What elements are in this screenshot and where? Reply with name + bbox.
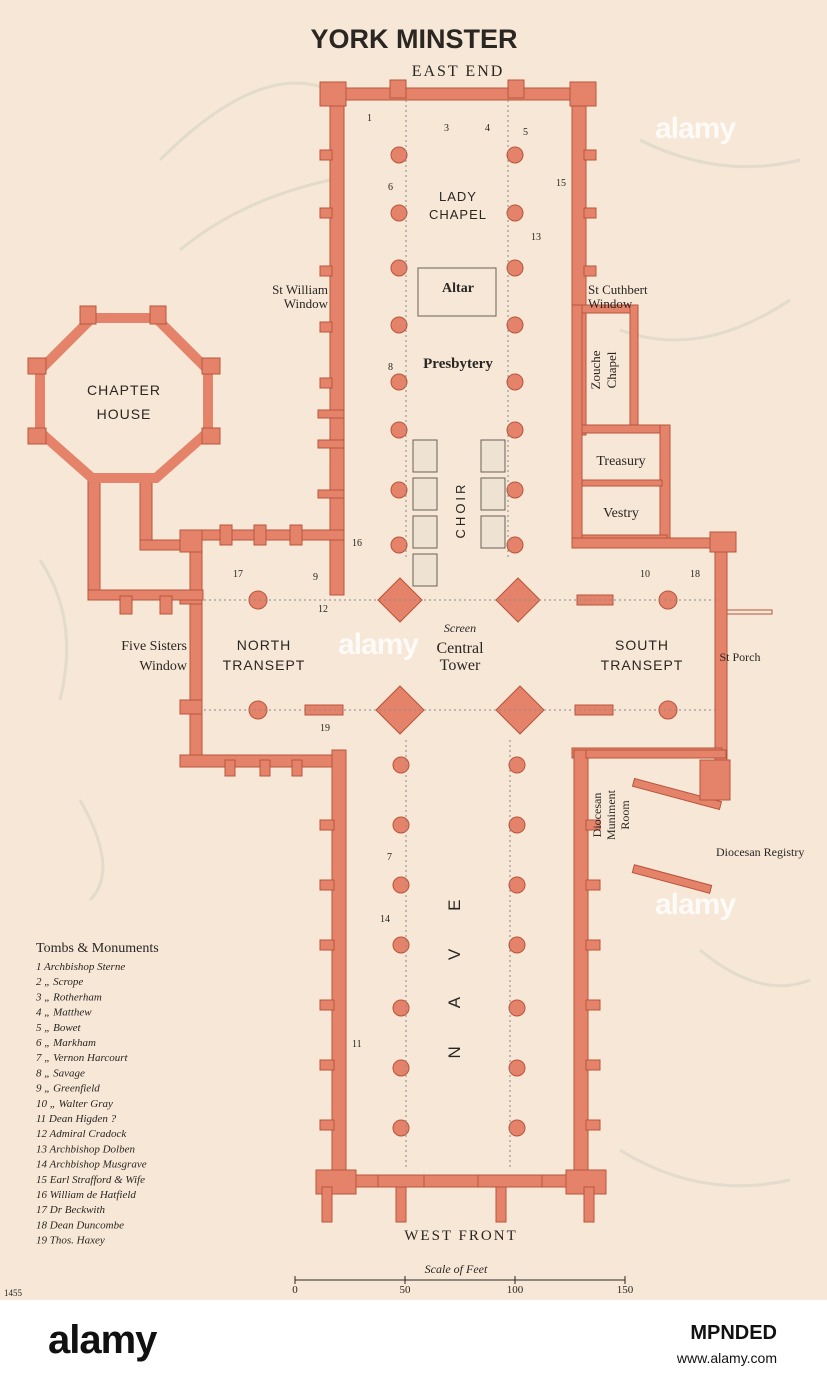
legend-item: 2 „ Scrope bbox=[36, 976, 83, 988]
central-tower-label: Central bbox=[436, 640, 484, 657]
diocesan-muniment-room-label: Room bbox=[618, 800, 632, 830]
image-id: MPNDED bbox=[690, 1322, 777, 1344]
tomb-number: 18 bbox=[690, 569, 700, 580]
legend-item: 3 „ Rotherham bbox=[35, 991, 102, 1003]
plate-number: 1455 bbox=[4, 1288, 23, 1298]
scale-bar: Scale of Feet 0 50 100 150 bbox=[292, 1262, 634, 1296]
altar-label: Altar bbox=[442, 281, 474, 296]
legend-item: 4 „ Matthew bbox=[36, 1007, 92, 1019]
tomb-number: 5 bbox=[523, 127, 528, 138]
legend-item: 14 Archbishop Musgrave bbox=[36, 1159, 147, 1171]
diocesan-registry-label: Diocesan Registry bbox=[716, 845, 804, 859]
tomb-number: 16 bbox=[352, 538, 362, 549]
south-porch-label: St Porch bbox=[719, 650, 760, 664]
tomb-number: 4 bbox=[485, 123, 490, 134]
legend-item: 16 William de Hatfield bbox=[36, 1189, 136, 1201]
lady-chapel-label: LADY bbox=[439, 189, 477, 204]
south-transept-label: TRANSEPT bbox=[601, 657, 684, 673]
vestry-label: Vestry bbox=[603, 506, 639, 521]
diocesan-muniment-room-label: Muniment bbox=[604, 789, 618, 840]
screen-label: Screen bbox=[444, 621, 476, 635]
map-title: YORK MINSTER bbox=[310, 24, 517, 54]
st-william-window-label: Window bbox=[284, 296, 329, 311]
legend-item: 13 Archbishop Dolben bbox=[36, 1143, 135, 1155]
tomb-number: 14 bbox=[380, 914, 390, 925]
tomb-number: 11 bbox=[352, 1039, 362, 1050]
scale-tick: 0 bbox=[292, 1284, 298, 1296]
tomb-number: 19 bbox=[320, 723, 330, 734]
legend-item: 17 Dr Beckwith bbox=[36, 1204, 106, 1216]
legend-item: 8 „ Savage bbox=[36, 1067, 85, 1079]
watermark: alamy bbox=[655, 888, 736, 921]
north-transept-label: TRANSEPT bbox=[223, 657, 306, 673]
legend-item: 10 „ Walter Gray bbox=[36, 1098, 113, 1110]
tomb-number: 10 bbox=[640, 569, 650, 580]
lady-chapel-label: CHAPEL bbox=[429, 207, 487, 222]
footer: alamy MPNDED www.alamy.com bbox=[0, 1300, 827, 1390]
zouche-chapel-label: Zouche bbox=[588, 350, 603, 389]
alamy-logo: alamy bbox=[48, 1318, 157, 1362]
tomb-number: 1 bbox=[367, 113, 372, 124]
legend-item: 18 Dean Duncombe bbox=[36, 1219, 124, 1231]
tomb-number: 9 bbox=[313, 572, 318, 583]
tomb-number: 13 bbox=[531, 232, 541, 243]
nave-label: NAVE bbox=[445, 861, 464, 1058]
tomb-number: 17 bbox=[233, 569, 243, 580]
scale-tick: 50 bbox=[400, 1284, 412, 1296]
st-cuthbert-window-label: St Cuthbert bbox=[588, 282, 648, 297]
zouche-chapel-label: Chapel bbox=[604, 351, 619, 388]
legend-item: 6 „ Markham bbox=[36, 1037, 96, 1049]
tomb-number: 6 bbox=[388, 182, 393, 193]
tomb-number: 12 bbox=[318, 604, 328, 615]
watermark: alamy bbox=[655, 112, 736, 145]
east-end-label: EAST END bbox=[412, 63, 505, 80]
st-cuthbert-window-label: Window bbox=[588, 296, 633, 311]
legend-item: 7 „ Vernon Harcourt bbox=[36, 1052, 129, 1064]
five-sisters-window-label: Five Sisters bbox=[121, 639, 187, 654]
treasury-label: Treasury bbox=[596, 454, 645, 469]
scale-title: Scale of Feet bbox=[425, 1262, 488, 1276]
five-sisters-window-label: Window bbox=[139, 659, 188, 674]
presbytery-label: Presbytery bbox=[423, 356, 493, 372]
legend-item: 12 Admiral Cradock bbox=[36, 1128, 127, 1140]
west-front-label: WEST FRONT bbox=[404, 1228, 517, 1244]
tomb-number: 15 bbox=[556, 178, 566, 189]
st-william-window-label: St William bbox=[272, 282, 328, 297]
central-tower-label: Tower bbox=[440, 657, 481, 674]
legend-item: 11 Dean Higden ? bbox=[36, 1113, 117, 1125]
tomb-number: 7 bbox=[387, 852, 392, 863]
north-transept-label: NORTH bbox=[237, 637, 292, 653]
legend: Tombs & Monuments 1 Archbishop Sterne 2 „… bbox=[35, 941, 159, 1247]
site-url: www.alamy.com bbox=[676, 1350, 777, 1366]
chapter-house-label: CHAPTER bbox=[87, 382, 161, 398]
tomb-number: 3 bbox=[444, 123, 449, 134]
legend-item: 1 Archbishop Sterne bbox=[36, 961, 125, 973]
scale-tick: 100 bbox=[507, 1284, 524, 1296]
legend-item: 5 „ Bowet bbox=[36, 1022, 82, 1034]
legend-item: 9 „ Greenfield bbox=[36, 1083, 100, 1095]
legend-item: 19 Thos. Haxey bbox=[36, 1235, 105, 1247]
scale-tick: 150 bbox=[617, 1284, 634, 1296]
york-minster-plan: YORK MINSTER EAST END bbox=[0, 0, 827, 1300]
legend-title: Tombs & Monuments bbox=[36, 941, 159, 956]
tomb-number: 8 bbox=[388, 362, 393, 373]
legend-item: 15 Earl Strafford & Wife bbox=[36, 1174, 145, 1186]
choir-label: CHOIR bbox=[453, 482, 468, 539]
watermark: alamy bbox=[338, 628, 419, 661]
south-transept-label: SOUTH bbox=[615, 637, 669, 653]
diocesan-muniment-room-label: Diocesan bbox=[590, 793, 604, 838]
chapter-house-label: HOUSE bbox=[97, 406, 152, 422]
